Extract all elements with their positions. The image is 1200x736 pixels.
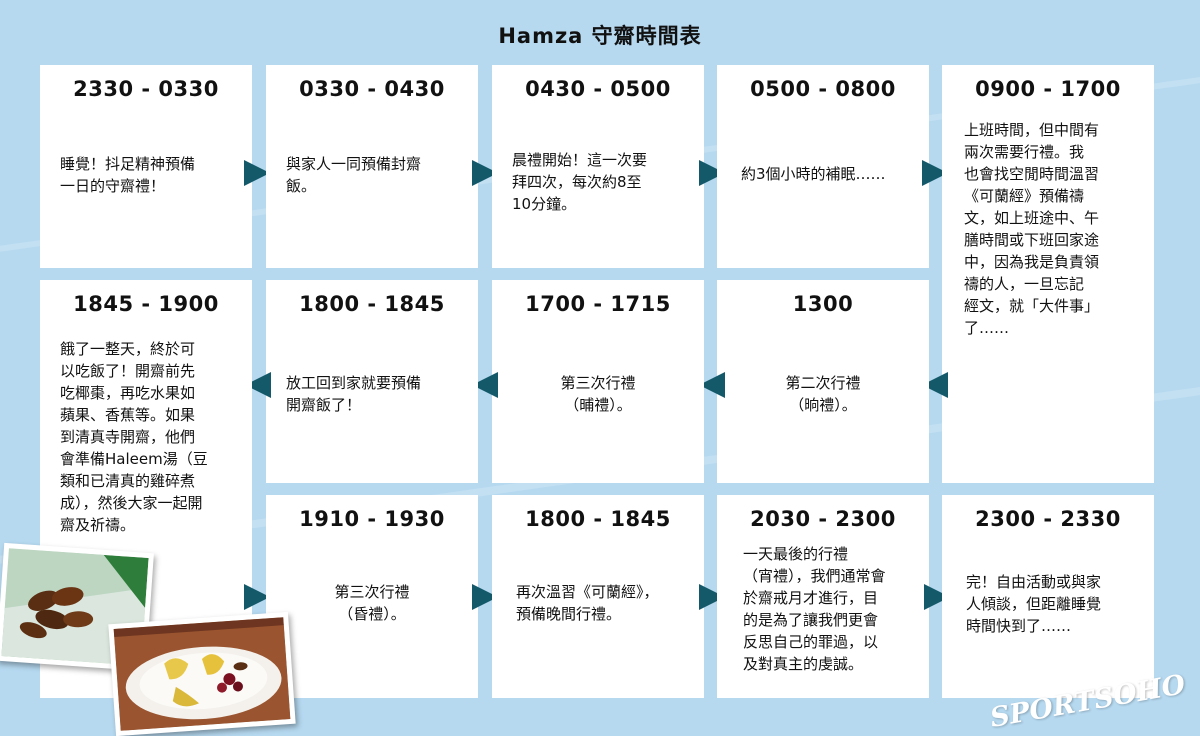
schedule-card-2330-0330: 2330 - 0330 睡覺！抖足精神預備一日的守齋禮！ (40, 65, 252, 268)
card-time: 1700 - 1715 (525, 292, 671, 316)
fruit-plate-icon (113, 617, 291, 731)
card-time: 1300 (792, 292, 854, 316)
card-description: 第二次行禮（晌禮）。 (785, 374, 861, 414)
card-description: 約3個小時的補眠…… (741, 165, 886, 183)
card-description: 第三次行禮（昏禮）。 (334, 583, 410, 623)
card-time: 0430 - 0500 (525, 77, 671, 101)
card-time: 2030 - 2300 (750, 507, 896, 531)
card-time: 2330 - 0330 (73, 77, 219, 101)
card-description: 睡覺！抖足精神預備一日的守齋禮！ (60, 155, 196, 195)
card-time: 2300 - 2330 (975, 507, 1121, 531)
arrow-right-icon (244, 160, 270, 186)
schedule-card-0330-0430: 0330 - 0430 與家人一同預備封齋飯。 (266, 65, 478, 268)
card-description: 餓了一整天，終於可以吃飯了！開齋前先吃椰棗，再吃水果如 蘋果、香蕉等。如果到清真… (60, 340, 208, 534)
page-title: Hamza 守齋時間表 (498, 24, 702, 48)
schedule-card-2030-2300: 2030 - 2300 一天最後的行禮（宵禮），我們通常會於齋戒月才進行，目 的… (717, 495, 929, 698)
card-description: 上班時間，但中間有兩次需要行禮。我也會找空閒時間溫習 《可蘭經》預備禱文，如上班… (964, 121, 1100, 337)
card-description: 一天最後的行禮（宵禮），我們通常會於齋戒月才進行，目 的是為了讓我們更會反思自己… (743, 545, 886, 673)
card-description: 放工回到家就要預備開齋飯了！ (286, 374, 422, 414)
arrow-right-icon (244, 584, 270, 610)
card-description: 完！自由活動或與家人傾談，但距離睡覺時間快到了…… (966, 573, 1102, 635)
card-description: 第三次行禮（晡禮）。 (560, 374, 636, 414)
card-time: 1800 - 1845 (299, 292, 445, 316)
schedule-card-1910-1930: 1910 - 1930 第三次行禮（昏禮）。 (266, 495, 478, 698)
card-time: 1800 - 1845 (525, 507, 671, 531)
card-time: 0330 - 0430 (299, 77, 445, 101)
card-description: 再次溫習《可蘭經》，預備晚間行禮。 (516, 583, 659, 623)
schedule-card-1800-1845: 1800 - 1845 放工回到家就要預備開齋飯了！ (266, 280, 478, 483)
schedule-card-0900-1700: 0900 - 1700 上班時間，但中間有兩次需要行禮。我也會找空閒時間溫習 《… (942, 65, 1154, 483)
card-time: 0500 - 0800 (750, 77, 896, 101)
schedule-card-1300: 1300 第二次行禮（晌禮）。 (717, 280, 929, 483)
card-time: 1910 - 1930 (299, 507, 445, 531)
schedule-card-1700-1715: 1700 - 1715 第三次行禮（晡禮）。 (492, 280, 704, 483)
card-time: 1845 - 1900 (73, 292, 219, 316)
schedule-card-0500-0800: 0500 - 0800 約3個小時的補眠…… (717, 65, 929, 268)
schedule-card-2300-2330: 2300 - 2330 完！自由活動或與家人傾談，但距離睡覺時間快到了…… (942, 495, 1154, 698)
card-description: 與家人一同預備封齋飯。 (286, 155, 422, 195)
fruit-photo (108, 611, 296, 736)
card-time: 0900 - 1700 (975, 77, 1121, 101)
schedule-card-1800-1845-evening: 1800 - 1845 再次溫習《可蘭經》，預備晚間行禮。 (492, 495, 704, 698)
